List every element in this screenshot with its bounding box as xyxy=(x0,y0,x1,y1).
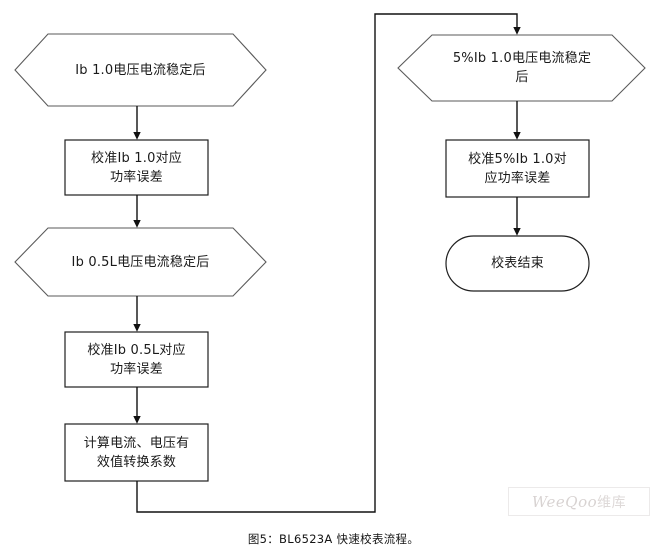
edge-n5-n6 xyxy=(136,13,521,513)
node-shape-rect-calib-5pct xyxy=(445,139,590,198)
node-shape-rect-calib-ib05l xyxy=(64,331,209,388)
figure-caption: 图5：BL6523A 快速校表流程。 xyxy=(247,532,420,546)
node-shape-rect-calib-ib10 xyxy=(64,139,209,196)
watermark-latin-text: WeeQoo xyxy=(531,492,598,511)
watermark-cn-text: 维库 xyxy=(597,494,627,511)
node-shape-hexagon-5pct-ib10 xyxy=(397,34,646,102)
node-shape-hexagon-ib05l xyxy=(14,227,267,297)
node-shape-rect-calc-coeff xyxy=(64,423,209,482)
node-shape-hexagon-ib10 xyxy=(14,33,267,107)
node-shape-stadium-end xyxy=(445,235,590,292)
